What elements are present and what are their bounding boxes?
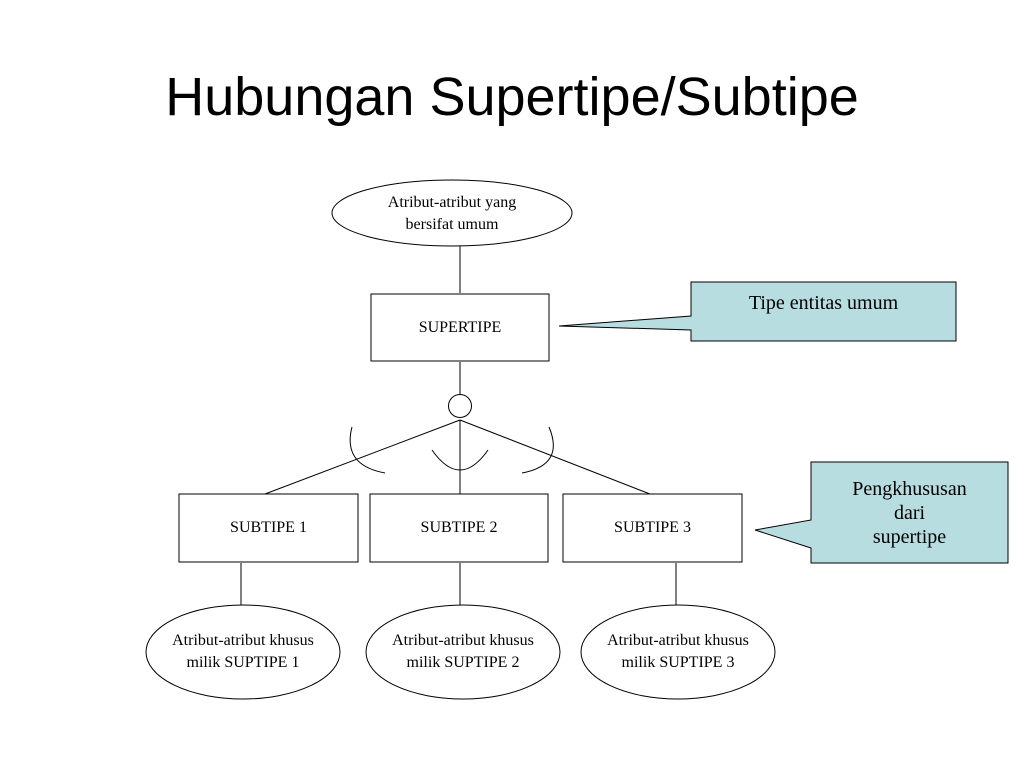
subset-arc-2 [431, 449, 489, 471]
subtype-3-attribute-ellipse [580, 604, 776, 700]
subtype-1-attribute-label: Atribut-atribut khusus milik SUPTIPE 1 [172, 632, 314, 671]
supertype-label: SUPERTIPE [418, 318, 502, 336]
subtype-3-attribute-label: Atribut-atribut khusus milik SUPTIPE 3 [607, 632, 749, 671]
supertype-callout-label: Tipe entitas umum [748, 292, 899, 314]
subset-arc-3 [521, 426, 554, 474]
subtype-3-box [562, 493, 743, 563]
supertype-box [370, 293, 550, 362]
specialization-circle [448, 394, 472, 418]
subtype-callout-label: Pengkhususan dari supertipe [852, 478, 967, 548]
subtype-2-label: SUBTIPE 2 [420, 519, 498, 536]
subtype-2-box [369, 493, 549, 563]
supertype-callout-shape [558, 281, 957, 342]
page-title: Hubungan Supertipe/Subtipe [165, 67, 859, 127]
top-attribute-ellipse [331, 179, 573, 247]
subtype-3-label: SUBTIPE 3 [614, 519, 691, 536]
subtype-1-box [178, 493, 359, 563]
branch-line-subtype-1 [264, 419, 461, 495]
subtype-1-label: SUBTIPE 1 [230, 519, 307, 536]
subtype-1-attribute-ellipse [145, 604, 341, 700]
subtype-2-attribute-label: Atribut-atribut khusus milik SUPTIPE 2 [392, 632, 534, 671]
subtype-2-attribute-ellipse [365, 604, 561, 700]
top-attribute-label: Atribut-atribut yang bersifat umum [387, 194, 517, 233]
branch-line-subtype-3 [459, 419, 651, 495]
subtype-callout-shape [754, 461, 1009, 564]
subset-arc-1 [349, 426, 386, 474]
